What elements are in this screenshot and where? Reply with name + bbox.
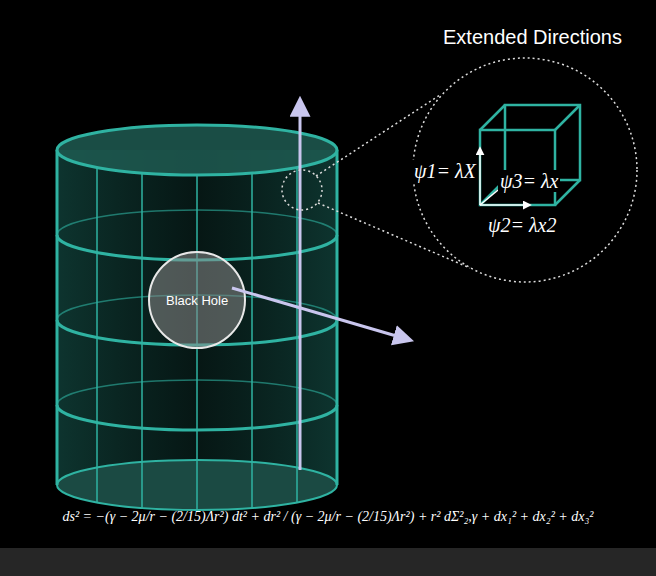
cube xyxy=(480,105,580,205)
grid-line xyxy=(251,173,253,508)
cylinder-side xyxy=(56,150,59,485)
cylinder-rings xyxy=(57,210,337,430)
bottom-bar xyxy=(0,548,656,576)
node-label: Black Hole xyxy=(166,293,228,308)
axis-label: ψ3= λx xyxy=(498,170,560,192)
axis-label: ψ1= λX xyxy=(412,160,478,182)
grid-line xyxy=(141,173,143,508)
cylinder-top xyxy=(57,125,337,175)
heading: Extended Directions xyxy=(440,26,625,49)
zoom-outline xyxy=(400,20,650,285)
black-hole-circle: Black Hole xyxy=(149,252,245,348)
cylinder-grid xyxy=(97,167,297,510)
axis-label: ψ2= λx2 xyxy=(486,214,558,236)
axis-arrow xyxy=(232,288,410,340)
axis-arrow xyxy=(299,100,302,470)
metric-equation: ds² = −(γ − 2μ/r − (2/15)Λr²) dt² + dr² … xyxy=(8,508,648,526)
zoom-line xyxy=(318,203,470,268)
zoom-circle: Extended Directions ψ1= λX ψ3= λx ψ2= λx2 xyxy=(400,20,650,285)
cylinder-body xyxy=(57,150,337,510)
black-hole-disc xyxy=(149,252,245,348)
